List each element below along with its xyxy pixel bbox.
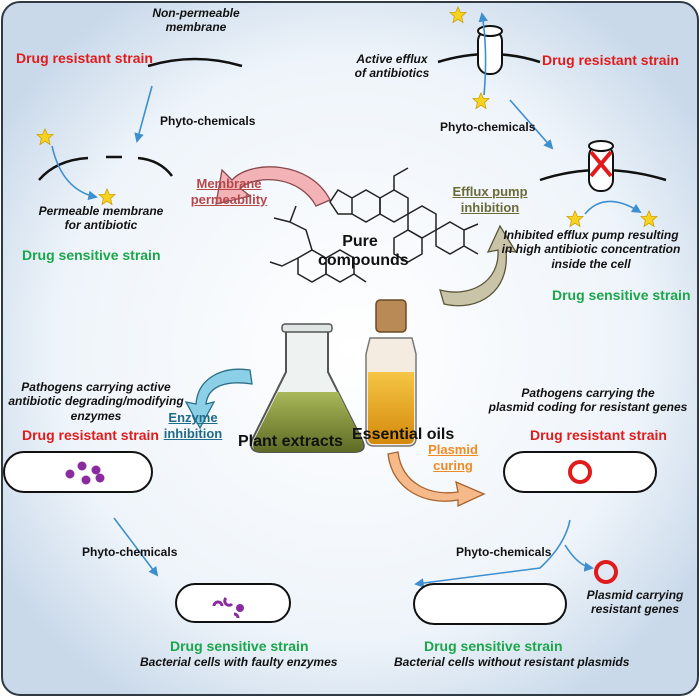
enzyme-dot — [77, 461, 87, 471]
tr-sensitive-label: Drug sensitive strain — [552, 287, 691, 303]
released-plasmid-icon — [594, 560, 618, 584]
plasmid-icon — [568, 460, 592, 484]
br-result-note: Bacterial cells without resistant plasmi… — [394, 655, 630, 669]
x-mark-icon — [589, 150, 613, 178]
tr-mechanism-note: Active efflux of antibiotics — [354, 52, 430, 81]
arrow-to-membrane-permeability — [215, 166, 331, 207]
arrow-tl — [134, 85, 153, 143]
br-agent: Phyto-chemicals — [456, 545, 552, 559]
membrane-gap-right — [137, 156, 173, 177]
enzyme-dot — [95, 473, 105, 483]
oil-bottle-icon — [365, 299, 417, 447]
faulty-enzyme — [236, 604, 244, 612]
pure-compounds-label: Pure compounds — [318, 233, 409, 270]
enzyme-dot — [65, 469, 75, 479]
arrow-to-enzyme-inhibition — [184, 368, 253, 430]
tl-membrane-note: Non-permeable membrane — [152, 6, 240, 35]
plasmid-curing-label: Plasmid curing — [428, 442, 478, 473]
faulty-enzyme — [233, 612, 240, 619]
arrow-to-plasmid-curing — [387, 451, 486, 508]
tr-resistant-label: Drug resistant strain — [542, 52, 679, 68]
membrane-permeability-label: Membrane permeability — [190, 176, 268, 207]
sensitive-cell-no-plasmid — [413, 583, 567, 625]
br-plasmid-note: Plasmid carrying resistant genes — [586, 588, 684, 617]
arrow-to-efflux-inhibition — [439, 224, 518, 307]
enzyme-inhibition-label: Enzyme inhibition — [163, 410, 223, 441]
pure-compound-structure — [329, 167, 479, 263]
bl-pathogen-note: Pathogens carrying active antibiotic deg… — [8, 380, 184, 423]
arrow-tr — [509, 99, 554, 150]
membrane-gap-left — [38, 156, 89, 181]
enzyme-dot — [81, 475, 91, 485]
tr-result-note: Inhibited efflux pump resulting in high … — [501, 228, 681, 271]
tr-agent: Phyto-chemicals — [440, 120, 536, 134]
tl-agent: Phyto-chemicals — [160, 114, 256, 128]
resistant-cell-plasmid — [503, 451, 657, 493]
br-sensitive-label: Drug sensitive strain — [424, 638, 563, 654]
coumarin-structure — [269, 205, 367, 283]
efflux-pump-inhibition-label: Efflux pump inhibition — [452, 184, 528, 215]
tl-result-note: Permeable membrane for antibiotic — [38, 204, 164, 233]
non-permeable-membrane — [147, 57, 243, 68]
resistant-cell-enzymes — [3, 451, 153, 493]
tl-resistant-label: Drug resistant strain — [16, 50, 153, 66]
bl-sensitive-label: Drug sensitive strain — [170, 638, 309, 654]
retained-arrow — [584, 200, 642, 215]
tl-sensitive-label: Drug sensitive strain — [22, 247, 161, 263]
sensitive-cell-faulty-enzymes — [175, 583, 291, 623]
efflux-arrow — [478, 12, 488, 96]
enzyme-dot — [91, 465, 101, 475]
bl-agent: Phyto-chemicals — [82, 545, 178, 559]
plant-extracts-label: Plant extracts — [238, 433, 343, 450]
antibiotic-entry-arrow — [51, 145, 98, 201]
arrow-bl — [113, 517, 159, 577]
faulty-enzyme — [223, 596, 234, 607]
br-pathogen-note: Pathogens carrying the plasmid coding fo… — [488, 386, 688, 415]
br-resistant-label: Drug resistant strain — [530, 427, 667, 443]
faulty-enzyme — [212, 600, 224, 607]
essential-oils-label: Essential oils — [352, 426, 455, 443]
plasmid-release-arrow — [564, 544, 594, 572]
bl-resistant-label: Drug resistant strain — [22, 427, 159, 443]
flask-icon — [250, 323, 365, 453]
bl-result-note: Bacterial cells with faulty enzymes — [140, 655, 338, 669]
arrow-br — [414, 519, 571, 588]
